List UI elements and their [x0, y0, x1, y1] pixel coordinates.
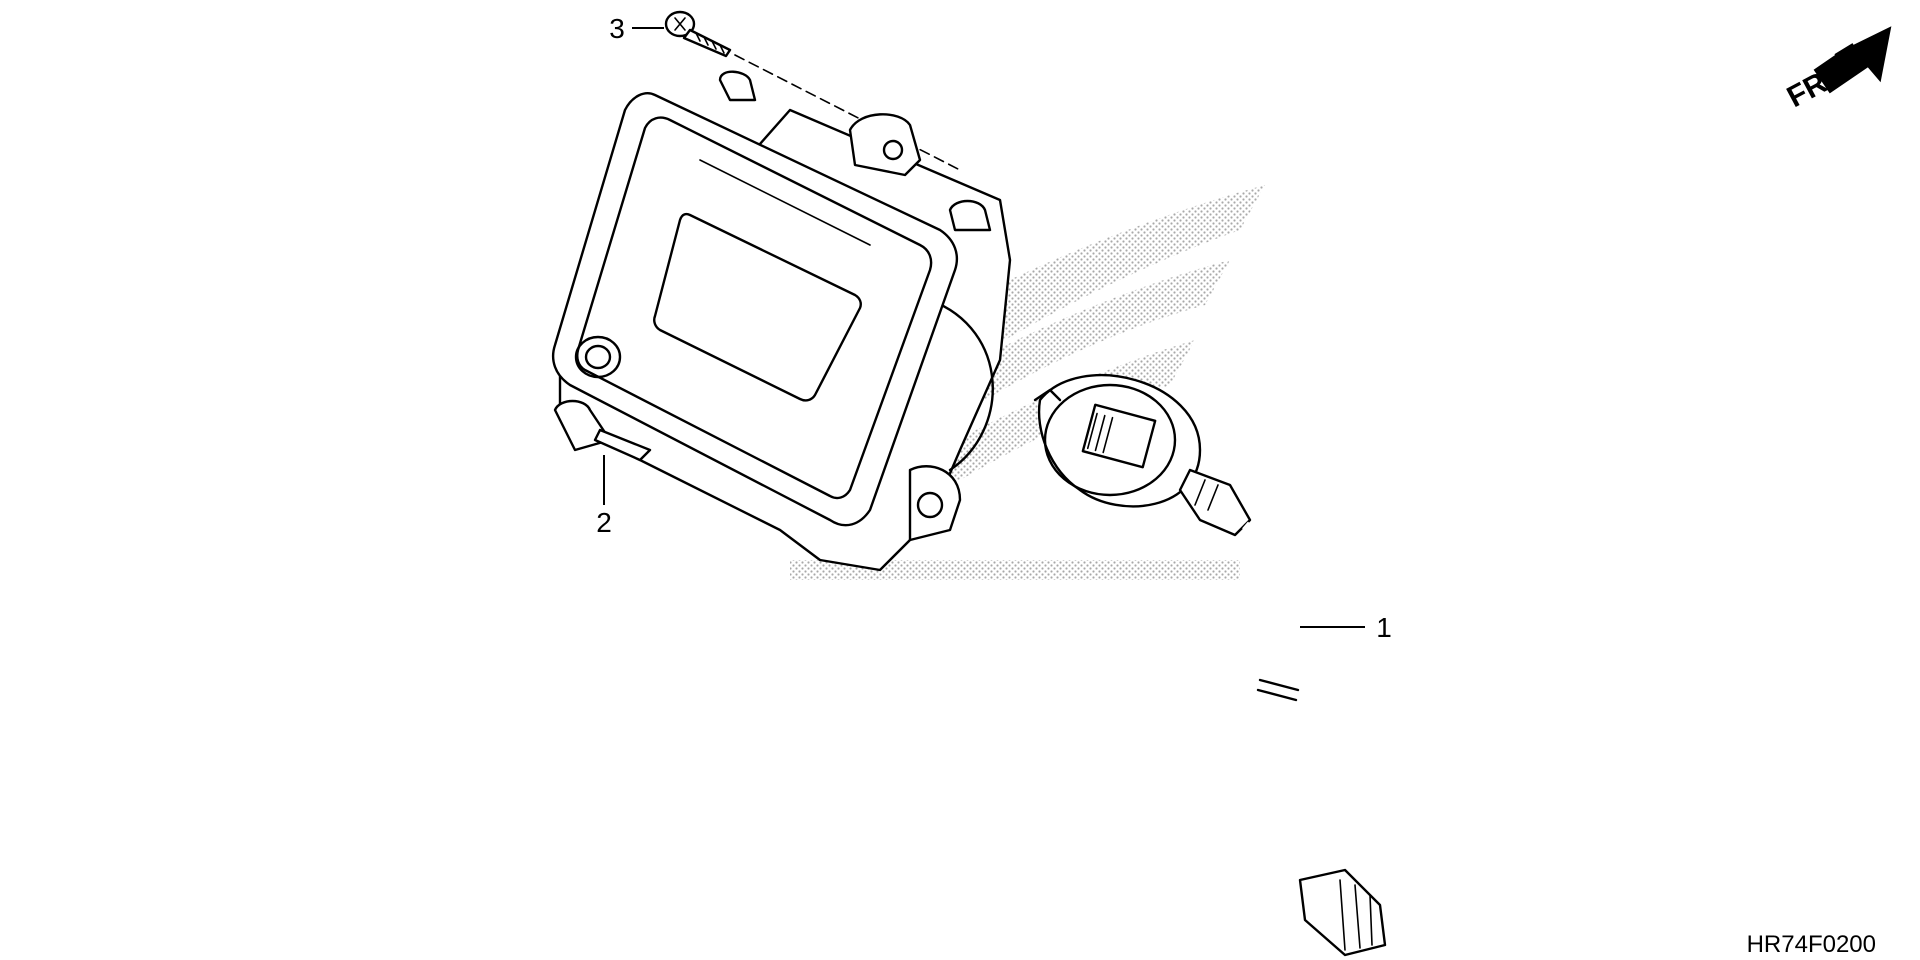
front-direction-indicator: FR.: [1782, 26, 1892, 114]
screw-part: [664, 10, 961, 171]
diagram-reference-code: HR74F0200: [1747, 931, 1876, 958]
callout-item-2: 2: [596, 507, 612, 538]
callout-item-3: 3: [609, 13, 625, 44]
callout-item-1: 1: [1376, 612, 1392, 643]
meter-assembly-part: [551, 70, 1012, 572]
front-arrow-icon: [1813, 26, 1892, 94]
wire-harness-part: [1033, 373, 1387, 957]
